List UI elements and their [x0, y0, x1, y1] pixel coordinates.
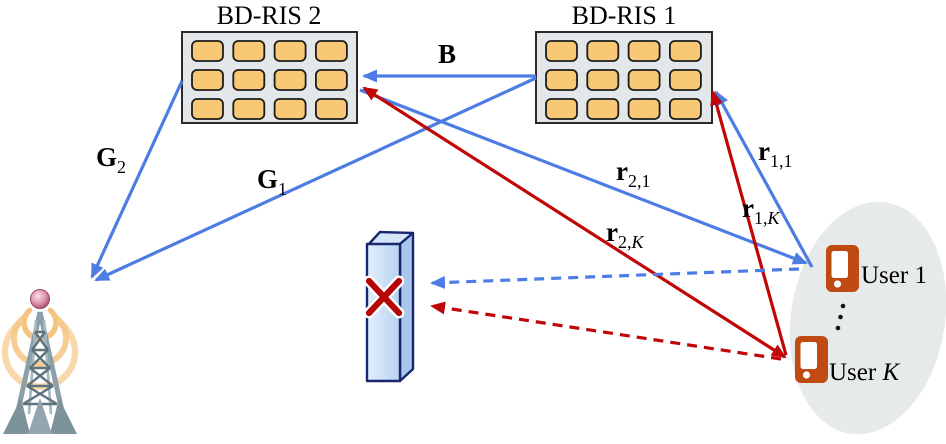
bd-ris-2-cell: [191, 40, 224, 62]
link-r2K: [362, 86, 787, 359]
bd-ris-1-panel: [535, 31, 713, 124]
label-r11: r1,1: [758, 136, 792, 171]
bd-ris-2-cell: [232, 98, 266, 120]
antenna-ball-icon: [30, 289, 50, 309]
base-station: [1, 289, 79, 434]
bd-ris-2-cell: [232, 69, 266, 91]
channel-links: [90, 69, 814, 361]
userK-phone-icon: [795, 336, 828, 383]
bd-ris-2-cell: [314, 98, 348, 120]
bd-ris-1-cell: [586, 98, 620, 120]
label-B: B: [438, 39, 456, 69]
link-G2: [90, 80, 184, 279]
obstacle-side-face: [398, 231, 415, 383]
blocked-path-user1: [430, 267, 800, 289]
link-r1K: [710, 90, 788, 356]
bd-ris-2-cell: [273, 40, 307, 62]
blocked-path-userK: [430, 301, 782, 361]
link-r11: [714, 90, 814, 268]
label-r21: r2,1: [616, 156, 650, 191]
bd-ris-2-title: BD-RIS 2: [217, 1, 322, 30]
bd-ris-2-cell: [191, 98, 224, 120]
bd-ris-1-cell: [627, 40, 661, 62]
bd-ris-2-cell: [314, 69, 348, 91]
bd-ris-1-cell: [668, 98, 702, 120]
bd-ris-1-cell: [627, 98, 661, 120]
bd-ris-1-cell: [668, 69, 702, 91]
bd-ris-2-cell: [273, 98, 307, 120]
bd-ris-2-cell: [273, 69, 307, 91]
bd-ris-1-cell: [586, 69, 620, 91]
user1-label: User 1: [861, 262, 927, 289]
bd-ris-2-cell: [232, 40, 266, 62]
bd-ris-1-cell: [545, 98, 578, 120]
bd-ris-1-cell: [668, 40, 702, 62]
user-region-ellipse: [789, 201, 946, 435]
label-G1: G1: [257, 164, 287, 199]
bd-ris-2-panel: [181, 31, 358, 124]
bd-ris-1-cell: [545, 69, 578, 91]
bd-ris-2-cell: [191, 69, 224, 91]
vertical-ellipsis-icon: [835, 303, 846, 331]
label-r2K: r2,K: [606, 217, 644, 252]
bd-ris-1-cell: [545, 40, 578, 62]
user1-phone-icon: [826, 245, 859, 292]
antenna-tower-icon: [3, 289, 77, 434]
label-G2: G2: [96, 142, 126, 177]
bd-ris-1-cell: [586, 40, 620, 62]
label-r1K: r1,K: [742, 193, 780, 228]
bd-ris-2-cell: [314, 40, 348, 62]
userK-label: User K: [829, 359, 900, 386]
bd-ris-1-cell: [627, 69, 661, 91]
bd-ris-1-title: BD-RIS 1: [572, 1, 677, 30]
